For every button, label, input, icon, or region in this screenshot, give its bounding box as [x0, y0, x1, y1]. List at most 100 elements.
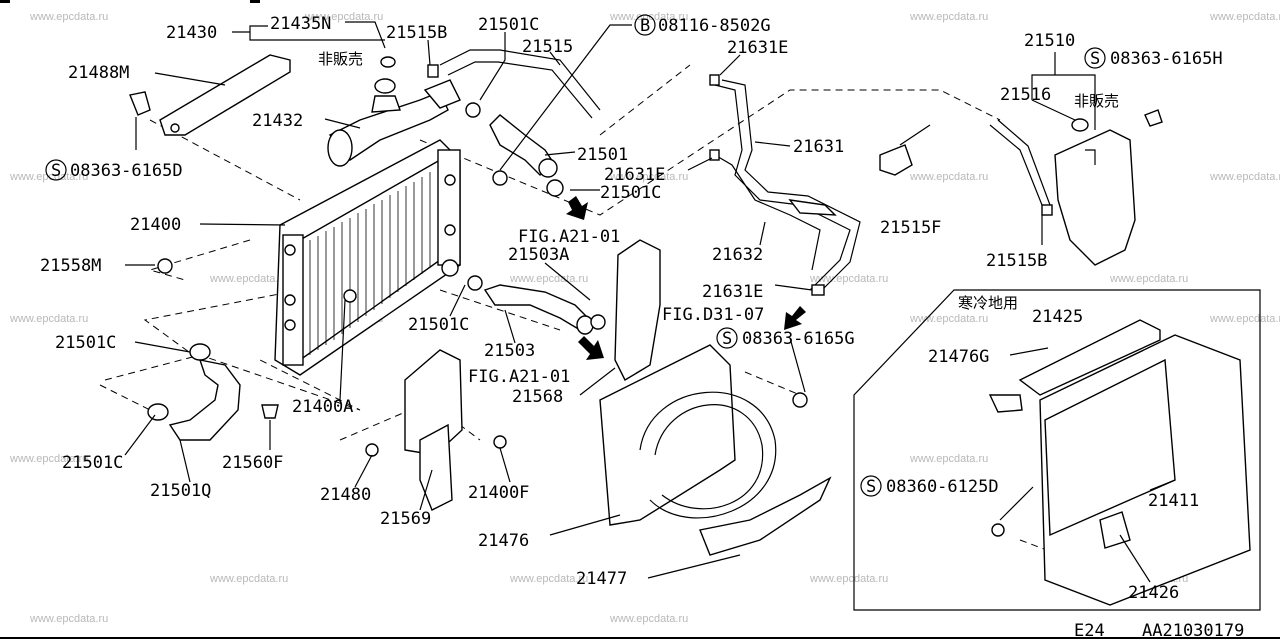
label-21488m: 21488M [68, 63, 129, 83]
label-21501c-top: 21501C [478, 15, 539, 35]
bolt-b-icon [634, 14, 656, 36]
bracket-21488m [129, 54, 291, 136]
watermark: www.epcdata.ru [609, 171, 688, 183]
watermark: www.epcdata.ru [209, 273, 288, 285]
label-21477: 21477 [576, 569, 627, 589]
label-21631: 21631 [793, 137, 844, 157]
watermark: www.epcdata.ru [809, 273, 888, 285]
label-not-sold-1: 非販売 [318, 50, 363, 68]
watermark: www.epcdata.ru [9, 313, 88, 325]
label-21411: 21411 [1148, 491, 1199, 511]
watermark: www.epcdata.ru [509, 573, 588, 585]
label-fig-a21-01-low: FIG.A21-01 [468, 367, 570, 387]
label-21516: 21516 [1000, 85, 1051, 105]
watermark: www.epcdata.ru [909, 11, 988, 23]
bracket-21425 [988, 319, 1161, 413]
cold-region-inset [853, 289, 1261, 611]
arrow-icon [566, 196, 588, 220]
footer-code: AA21030179 [1142, 621, 1244, 640]
watermark: www.epcdata.ru [809, 573, 888, 585]
air-guide-21568 [614, 239, 661, 381]
label-screw-6125d: 08360-6125D [886, 477, 999, 497]
label-21501c-bottom: 21501C [62, 453, 123, 473]
watermark: www.epcdata.ru [609, 11, 688, 23]
footer: E24 AA21030179 [0, 621, 1280, 640]
label-21400f: 21400F [468, 483, 529, 503]
label-21476: 21476 [478, 531, 529, 551]
watermark: www.epcdata.ru [29, 11, 108, 23]
label-21426: 21426 [1128, 583, 1179, 603]
part-labels: 21430 21435N 21515B 21501C 21515 B 08116… [40, 14, 1223, 603]
lower-shroud-21477 [699, 476, 832, 556]
lower-hose-21501q [147, 343, 241, 441]
label-screw-prefix-g: S [722, 329, 732, 349]
reservoir-hose-21515 [427, 49, 601, 119]
label-not-sold-2: 非販売 [1074, 92, 1119, 110]
label-21515b-right: 21515B [986, 251, 1047, 271]
label-21558m: 21558M [40, 256, 101, 276]
screw-s-icon [45, 159, 67, 181]
reservoir-tank-21510 [989, 109, 1163, 266]
arrow-icon [784, 306, 806, 330]
label-21503a: 21503A [508, 245, 569, 265]
label-21501c-left: 21501C [55, 333, 116, 353]
label-21400: 21400 [130, 215, 181, 235]
label-cold-region: 寒冷地用 [958, 294, 1018, 312]
leader-lines [124, 21, 1176, 583]
label-21515: 21515 [522, 37, 573, 57]
label-21435n: 21435N [270, 14, 331, 34]
label-21631e-low: 21631E [702, 282, 763, 302]
label-bolt-prefix: B [640, 16, 650, 36]
label-21515b-top: 21515B [386, 23, 447, 43]
label-21569: 21569 [380, 509, 431, 529]
label-21501: 21501 [577, 145, 628, 165]
label-21432: 21432 [252, 111, 303, 131]
label-21480: 21480 [320, 485, 371, 505]
top-edge-marks [0, 0, 260, 3]
lower-hose-21503 [483, 284, 594, 335]
watermark: www.epcdata.ru [9, 453, 88, 465]
fan-shroud-21476 [599, 344, 777, 526]
label-21501c-center: 21501C [408, 315, 469, 335]
label-21501q: 21501Q [150, 481, 211, 501]
watermark: www.epcdata.ru [1209, 313, 1280, 325]
clamps [157, 102, 1005, 537]
label-21631e-mid: 21631E [604, 165, 665, 185]
radiator-21400 [274, 139, 461, 376]
label-21476g: 21476G [928, 347, 989, 367]
arrows [566, 196, 806, 360]
oil-cooler-pipes [709, 74, 861, 296]
label-21560f: 21560F [222, 453, 283, 473]
drain-plug-21560f [261, 404, 279, 419]
watermark: www.epcdata.ru [1209, 171, 1280, 183]
cap-21515f [879, 124, 931, 176]
label-screw-prefix-d: S [51, 161, 61, 181]
watermark: www.epcdata.ru [909, 171, 988, 183]
label-fig-a21-01-top: FIG.A21-01 [518, 227, 620, 247]
label-21515f: 21515F [880, 218, 941, 238]
screw-s-icon [1084, 47, 1106, 69]
watermark: www.epcdata.ru [29, 613, 108, 625]
label-21632: 21632 [712, 245, 763, 265]
watermark: www.epcdata.ru [909, 453, 988, 465]
watermark: www.epcdata.ru [304, 11, 383, 23]
condenser-21411 [1039, 334, 1251, 606]
radiator-fins [309, 172, 431, 355]
watermark: www.epcdata.ru [1209, 11, 1280, 23]
hose-21501 [489, 114, 558, 178]
label-bolt-08116: 08116-8502G [658, 16, 771, 36]
label-21503: 21503 [484, 341, 535, 361]
label-fig-d31-07: FIG.D31-07 [662, 305, 764, 325]
radiator-cap [380, 56, 396, 68]
label-screw-6165g: 08363-6165G [742, 329, 855, 349]
label-screw-prefix-h: S [1090, 49, 1100, 69]
label-screw-6165d: 08363-6165D [70, 161, 183, 181]
label-21510: 21510 [1024, 31, 1075, 51]
air-guide-21569 [404, 349, 463, 511]
label-21425: 21425 [1032, 307, 1083, 327]
label-21568: 21568 [512, 387, 563, 407]
label-21501c-mid: 21501C [600, 183, 661, 203]
watermark: www.epcdata.ru [209, 573, 288, 585]
screw-s-icon [860, 475, 882, 497]
